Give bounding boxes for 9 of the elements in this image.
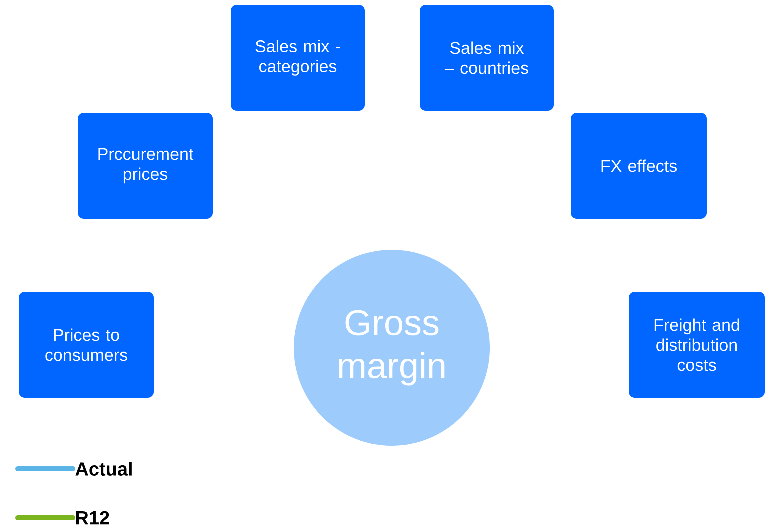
process-box: Prccurement prices: [78, 113, 213, 219]
process-box: Sales mix – countries: [420, 5, 554, 111]
process-box: FX effects: [571, 113, 707, 219]
legend-label: Actual: [76, 462, 132, 476]
process-box: Freight and distribution costs: [629, 292, 765, 398]
legend-label: R12: [76, 511, 110, 525]
process-box: Sales mix - categories: [231, 5, 365, 111]
process-box: Prices to consumers: [19, 292, 154, 398]
circle-node: Gross margin: [294, 250, 490, 446]
